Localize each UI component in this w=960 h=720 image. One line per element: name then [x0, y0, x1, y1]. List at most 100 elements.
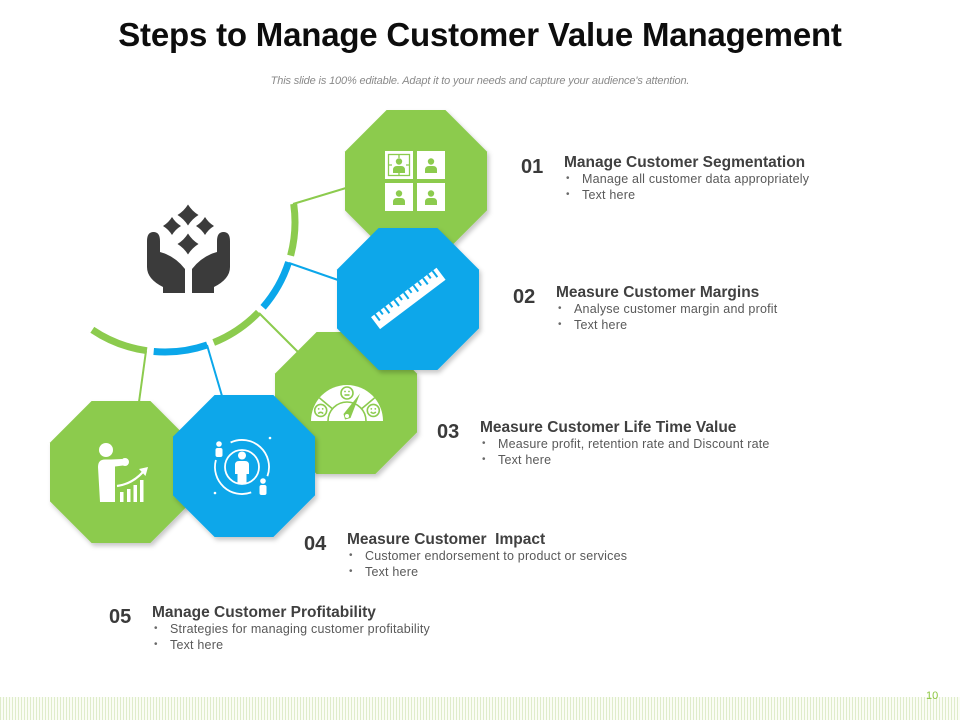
step-content: Measure Customer Margins •Analyse custom… [556, 284, 777, 333]
connector-step-4 [206, 344, 223, 397]
gauge-dial [311, 385, 383, 421]
face-eye [321, 408, 324, 410]
face-eye [374, 408, 377, 410]
bullet-symbol: • [349, 550, 353, 561]
step-04-badge [173, 395, 315, 537]
step-number: 03 [437, 421, 460, 443]
bullet-text: Text here [498, 453, 552, 467]
step-content: Measure Customer Life Time Value •Measur… [480, 419, 770, 468]
bullet-item: •Manage all customer data appropriately [564, 171, 809, 187]
gauge-needle [343, 393, 360, 420]
bullet-text: Customer endorsement to product or servi… [365, 549, 628, 563]
sparkle-right-icon [196, 217, 214, 235]
presenter-hand [121, 458, 129, 466]
person-body-icon [393, 166, 405, 173]
face-eye [344, 390, 346, 393]
connectors [138, 187, 347, 403]
target-ticks [388, 154, 410, 176]
step-number: 05 [109, 606, 132, 628]
arc-segment-1 [287, 203, 299, 257]
step-title: Measure Customer Margins [556, 284, 760, 301]
slide-title: Steps to Manage Customer Value Managemen… [118, 16, 842, 53]
bullet-item: •Text here [152, 637, 430, 653]
footer-stripe-band [0, 697, 960, 720]
face-eye [317, 408, 320, 410]
face-eye [370, 408, 373, 410]
step-bullets: •Analyse customer margin and profit •Tex… [556, 301, 777, 333]
step-02-badge [337, 228, 479, 370]
bullet-text: Strategies for managing customer profita… [170, 622, 431, 636]
segment-tile [385, 183, 413, 211]
segment-tile [417, 183, 445, 211]
bullet-symbol: • [482, 438, 486, 449]
step-content: Manage Customer Profitability •Strategie… [152, 604, 430, 653]
bullet-symbol: • [566, 189, 570, 200]
step-bullets: • Customer endorsement to product or serv… [347, 548, 627, 580]
bullet-item: •Analyse customer margin and profit [556, 301, 777, 317]
step-05-badge [50, 401, 192, 543]
presenter-body [98, 459, 123, 502]
step-01-octagon [345, 110, 487, 252]
step-bullets: •Manage all customer data appropriately … [564, 171, 809, 203]
person-body-icon [425, 198, 437, 205]
bullet-symbol: • [558, 319, 562, 330]
step-01-badge [345, 110, 487, 252]
face-eye [348, 390, 350, 393]
growth-arrow-line [116, 471, 144, 488]
step-title: Manage Customer Segmentation [564, 154, 806, 171]
gauge-divider [318, 397, 333, 410]
happy-mouth [370, 411, 377, 415]
customer-segmentation-icon [385, 151, 445, 211]
bullet-symbol: • [349, 566, 353, 577]
customer-orbit-icon [213, 436, 272, 495]
bullet-item: • Text here [564, 187, 809, 203]
person-head-icon [395, 190, 403, 197]
sparkle-top-icon [177, 204, 199, 226]
ruler-ticks [374, 270, 439, 322]
happy-face-icon [366, 403, 381, 418]
arc-segment-2 [260, 261, 292, 310]
bullet-text: Manage all customer data appropriately [582, 172, 810, 186]
step-content: Manage Customer Segmentation •Manage all… [564, 154, 809, 203]
presenter-growth-chart-icon [98, 443, 148, 502]
sad-face-icon [313, 403, 328, 418]
step-title: Measure Customer Impact [347, 531, 546, 548]
right-hand-icon [192, 232, 230, 293]
small-person-body [259, 485, 267, 495]
step-number: 02 [513, 286, 536, 308]
bullet-item: • Strategies for managing customer profit… [152, 621, 430, 637]
bullet-text: Text here [582, 188, 636, 202]
hands-sparkles-icon [147, 204, 230, 293]
step-title: Measure Customer Life Time Value [480, 419, 737, 436]
left-hand-icon [147, 232, 185, 293]
bullet-item: •Text here [480, 452, 770, 468]
bullet-text: Text here [365, 565, 419, 579]
person-head-icon [427, 190, 435, 197]
step-number: 04 [304, 533, 327, 555]
center-person-head [238, 451, 246, 460]
gauge-pivot [345, 414, 349, 418]
bullet-item: •Measure profit, retention rate and Disc… [480, 436, 770, 452]
small-person-head [260, 478, 266, 484]
satisfaction-gauge-icon [311, 385, 383, 422]
orbit-outer-arc [230, 439, 270, 477]
growth-arrow-head [139, 467, 148, 476]
arc-segment-5 [90, 326, 148, 355]
step-bullets: •Measure profit, retention rate and Disc… [480, 436, 770, 468]
step-content: Measure Customer Impact • Customer endors… [347, 531, 627, 580]
orbit-dot [213, 491, 217, 495]
person-head-icon [427, 158, 435, 165]
person-body-icon [425, 166, 437, 173]
bullet-symbol: • [154, 623, 158, 634]
bullet-text: Text here [170, 638, 224, 652]
chart-bar [133, 485, 137, 502]
step-bullets: • Strategies for managing customer profit… [152, 621, 430, 653]
chart-bar [140, 480, 144, 502]
page-number: 10 [926, 690, 939, 702]
center-person-body [235, 461, 249, 484]
chart-bar [127, 489, 131, 502]
connector-step-1 [292, 187, 347, 205]
gauge-inner-arc [327, 401, 367, 422]
neutral-face-icon [340, 386, 354, 400]
